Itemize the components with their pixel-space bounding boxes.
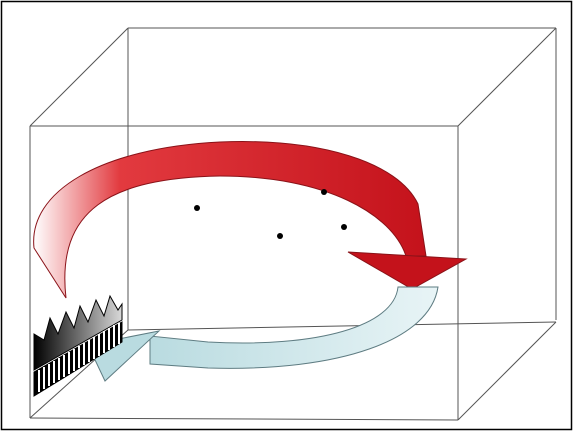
sawtooth-wave-icon (33, 294, 123, 371)
particle-dot (277, 233, 283, 239)
particle-dot (341, 224, 347, 230)
upper-red-arrow (33, 141, 468, 299)
room-box (29, 27, 557, 421)
striped-grating-icon (33, 321, 123, 397)
particle-dot (194, 205, 200, 211)
particle-dot (321, 189, 327, 195)
lower-blue-arrow (87, 286, 439, 382)
particle-dots (194, 189, 347, 239)
